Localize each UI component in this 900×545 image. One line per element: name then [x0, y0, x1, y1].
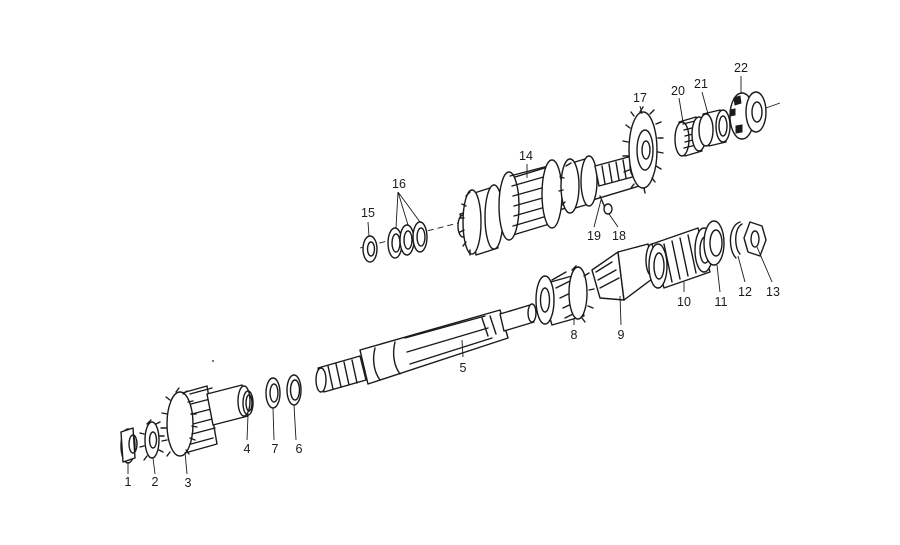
part-7-washer [265, 377, 281, 409]
part-10-bearing [648, 227, 714, 289]
callout-4: 4 [244, 442, 251, 456]
mainshaft-assembly [120, 220, 767, 464]
callout-21: 21 [694, 77, 708, 91]
part-5-mainshaft [315, 303, 537, 393]
callout-14: 14 [519, 149, 533, 163]
callout-2: 2 [152, 475, 159, 489]
part-13-lock-plate [743, 221, 767, 257]
part-15-washer [362, 235, 378, 263]
part-19-pin [599, 195, 613, 215]
part-14-cluster-gear [457, 155, 647, 256]
part-21-bearing-race [698, 109, 731, 147]
part-17-gear [622, 106, 664, 194]
callout-9: 9 [618, 328, 625, 342]
part-9-pinion [591, 243, 659, 301]
part-22-castle-nut [729, 91, 781, 140]
callout-17: 17 [633, 91, 647, 105]
callout-labels: 1 2 3 4 5 6 7 8 9 10 11 12 13 14 15 16 1… [125, 61, 780, 490]
part-2-tab-washer [139, 419, 165, 461]
leader-lines [127, 76, 773, 475]
part-1-nut [120, 427, 138, 464]
callout-22: 22 [734, 61, 748, 75]
callout-5: 5 [460, 361, 467, 375]
callout-13: 13 [766, 285, 780, 299]
callout-18: 18 [612, 229, 626, 243]
part-6-snap-ring [286, 374, 302, 406]
callout-1: 1 [125, 475, 132, 489]
part-11-race [703, 220, 725, 266]
callout-15: 15 [361, 206, 375, 220]
callout-7: 7 [272, 442, 279, 456]
callout-3: 3 [185, 476, 192, 490]
callout-12: 12 [738, 285, 752, 299]
callout-6: 6 [296, 442, 303, 456]
part-16-shims [387, 221, 428, 259]
callout-19: 19 [587, 229, 601, 243]
part-8-bevel-gear [535, 265, 595, 326]
countershaft-axis-line [359, 219, 471, 249]
speck-mark [212, 360, 214, 362]
callout-16: 16 [392, 177, 406, 191]
part-12-circlip [729, 221, 743, 259]
callout-11: 11 [715, 295, 728, 309]
callout-20: 20 [671, 84, 685, 98]
part-3-gear [160, 384, 251, 457]
countershaft-assembly [359, 91, 781, 263]
callout-10: 10 [677, 295, 691, 309]
callout-8: 8 [571, 328, 578, 342]
